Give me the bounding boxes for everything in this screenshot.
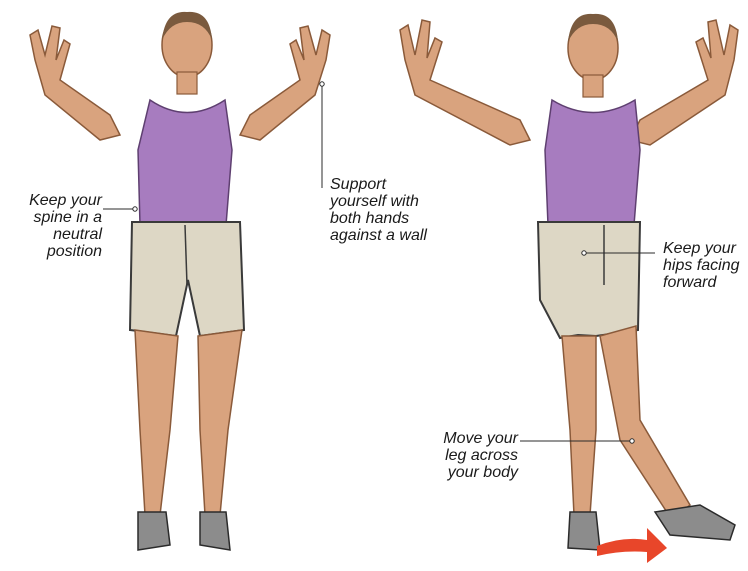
caption-wall: Support yourself with both hands against… [330,176,480,244]
caption-spine: Keep your spine in a neutral position [20,192,102,260]
caption-leg: Move your leg across your body [420,430,518,481]
caption-hips: Keep your hips facing forward [663,240,748,291]
